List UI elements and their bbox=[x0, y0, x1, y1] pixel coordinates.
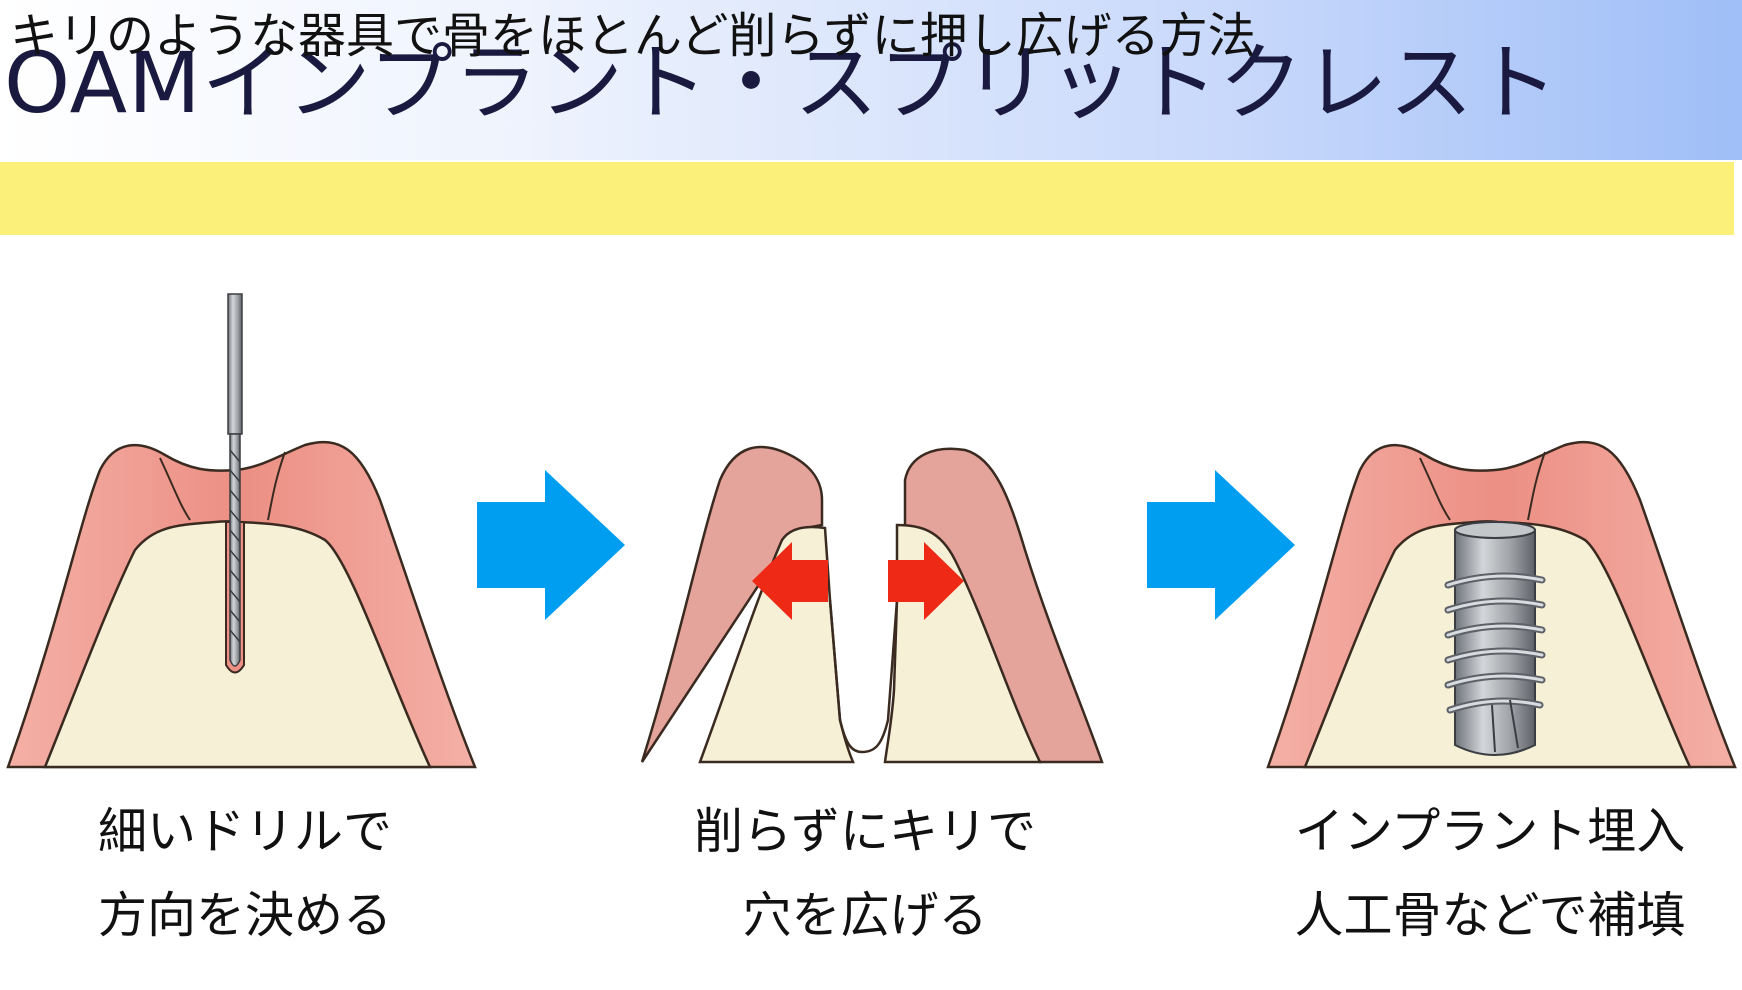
expand-left-arrow-icon bbox=[752, 542, 828, 620]
flow-arrow-icon bbox=[1147, 470, 1295, 620]
step3-caption-line1: インプラント埋入 bbox=[1294, 803, 1686, 860]
dental-implant-icon bbox=[1444, 521, 1546, 756]
step1-drill-in-bone-icon bbox=[6, 293, 477, 769]
step2-caption-line1: 削らずにキリで bbox=[693, 803, 1037, 860]
step3-caption-line2: 人工骨などで補填 bbox=[1294, 887, 1686, 944]
step2-caption-line2: 穴を広げる bbox=[742, 887, 988, 944]
step2-split-gap bbox=[828, 599, 899, 754]
step2-caption: 削らずにキリで 穴を広げる bbox=[665, 790, 1065, 958]
subtitle-band bbox=[0, 162, 1734, 235]
expand-right-arrow-icon bbox=[888, 542, 964, 620]
title-band bbox=[0, 0, 1742, 160]
step1-caption: 細いドリルで 方向を決める bbox=[45, 790, 445, 958]
step2-gum-left bbox=[640, 445, 824, 763]
page-subtitle: キリのような器具で骨をほとんど削らずに押し広げる方法 bbox=[10, 8, 1256, 64]
step2-gum-right bbox=[903, 447, 1104, 764]
step2-bone-split-icon bbox=[640, 445, 1104, 764]
step3-caption: インプラント埋入 人工骨などで補填 bbox=[1255, 790, 1725, 958]
step1-caption-line2: 方向を決める bbox=[97, 887, 392, 944]
page-title: OAMインプラント・スプリットクレスト bbox=[4, 34, 1560, 132]
pilot-drill-icon bbox=[227, 293, 243, 667]
step1-caption-line1: 細いドリルで bbox=[97, 803, 392, 860]
step3-implant-placed-icon bbox=[1266, 440, 1737, 769]
flow-arrow-icon bbox=[477, 470, 625, 620]
